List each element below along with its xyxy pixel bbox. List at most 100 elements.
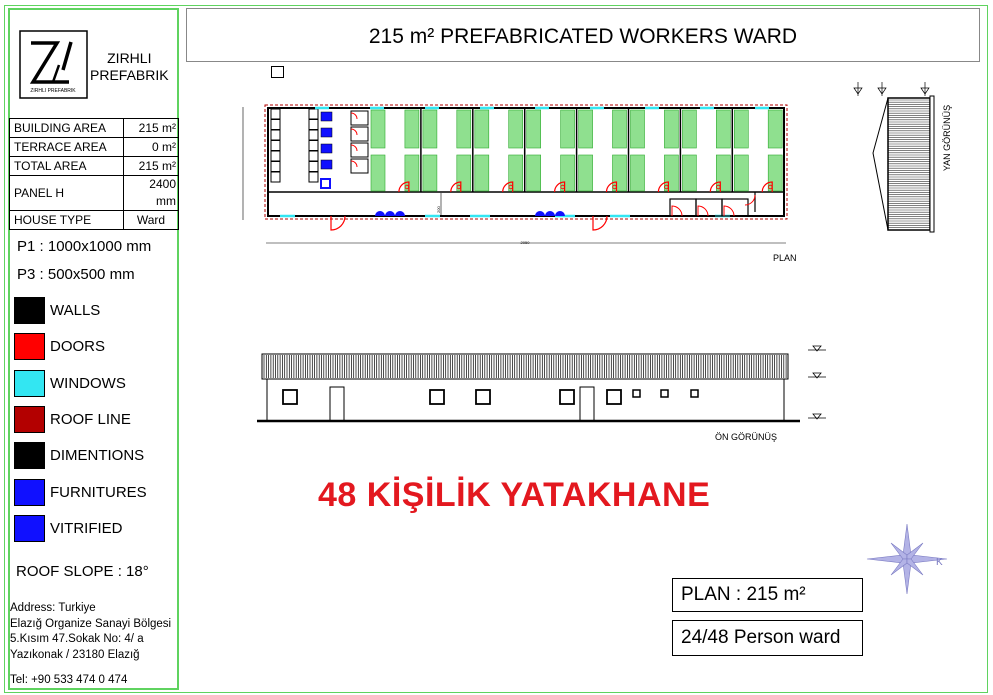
- shower-cubicle: [695, 198, 723, 217]
- bunk-bed: [664, 109, 679, 149]
- bunk-bed: [715, 109, 731, 149]
- walls: [267, 107, 785, 217]
- info-value: 0 m²: [123, 137, 179, 157]
- bunk-bed: [767, 109, 783, 149]
- entrance-door: [592, 215, 608, 231]
- wc-cubicle: [350, 158, 369, 174]
- side-view-label: YAN GÖRÜNÜŞ: [942, 105, 952, 171]
- plan-area-box: PLAN : 215 m²: [672, 578, 863, 612]
- headline: 48 KİŞİLİK YATAKHANE: [318, 476, 711, 514]
- compass-letter: K: [936, 557, 943, 568]
- door-swing: [709, 181, 721, 193]
- legend-swatch: [14, 297, 45, 324]
- locker: [308, 171, 319, 183]
- telephone: Tel: +90 533 474 0 474: [10, 674, 128, 686]
- wc-cubicle: [350, 142, 369, 158]
- sink: [320, 127, 333, 138]
- locker: [270, 161, 281, 172]
- locker: [308, 108, 319, 120]
- legend-swatch: [14, 369, 45, 397]
- brand-line2: PREFABRIK: [90, 67, 169, 83]
- seat: [535, 211, 545, 216]
- sink: [320, 159, 333, 170]
- wc-cubicle: [350, 126, 369, 142]
- seat: [545, 211, 555, 216]
- left-panel: [8, 8, 179, 690]
- locker: [308, 129, 319, 141]
- door-swing: [350, 112, 358, 120]
- level-marker: [877, 82, 887, 96]
- info-label: HOUSE TYPE: [9, 210, 124, 230]
- roof-profile: [872, 97, 889, 231]
- level-marker: [808, 413, 826, 420]
- front-view-label: ÖN GÖRÜNÜŞ: [715, 432, 777, 442]
- entrance-door: [330, 215, 346, 231]
- bunk-bed: [508, 109, 524, 149]
- locker: [308, 119, 319, 130]
- bunk-bed: [630, 109, 645, 149]
- bunk-bed: [456, 109, 472, 149]
- window: [475, 389, 491, 405]
- shower-cubicle: [721, 198, 749, 217]
- compass-rose-icon: K: [866, 523, 948, 595]
- seat: [375, 211, 385, 216]
- floor-plan: PLAN 2050 200: [242, 104, 797, 263]
- door-handle: [456, 184, 461, 190]
- bunk-bed: [733, 109, 749, 149]
- legend-swatch: [14, 514, 45, 542]
- legend-label: DOORS: [50, 338, 106, 356]
- legend-swatch: [14, 405, 45, 433]
- door-swing: [744, 194, 756, 206]
- info-label: PANEL H: [9, 175, 124, 211]
- bunk-bed: [526, 109, 542, 149]
- corridor-dimension: 200: [436, 206, 441, 213]
- door-handle: [612, 184, 617, 190]
- door-swing: [554, 181, 566, 193]
- bunk-bed: [578, 109, 593, 149]
- door-handle: [716, 184, 721, 190]
- info-label: TERRACE AREA: [9, 137, 124, 157]
- locker: [270, 129, 281, 141]
- door-swing: [761, 181, 773, 193]
- sink: [320, 143, 333, 154]
- window: [282, 389, 298, 405]
- door-swing: [350, 128, 358, 136]
- window: [559, 389, 575, 405]
- level-marker: [920, 82, 930, 96]
- roof-line: [264, 104, 788, 220]
- door-swing: [502, 181, 514, 193]
- door: [579, 386, 595, 422]
- panel-p3: P3 : 500x500 mm: [17, 266, 135, 283]
- level-marker: [853, 82, 863, 96]
- door-swing: [723, 205, 735, 217]
- bunk-bed: [370, 154, 386, 192]
- brand-line1: ZIRHLI: [107, 50, 152, 66]
- panel-p1: P1 : 1000x1000 mm: [17, 238, 152, 255]
- bunk-bed: [474, 109, 490, 149]
- front-elevation: ÖN GÖRÜNÜŞ: [257, 345, 826, 442]
- locker: [270, 108, 281, 120]
- shower: [320, 178, 331, 189]
- legend-swatch: [14, 442, 45, 470]
- bunk-bed: [560, 109, 575, 149]
- shower-cubicle: [669, 198, 697, 217]
- legend-swatch: [14, 478, 45, 506]
- address: Address: Turkiye Elazığ Organize Sanayi …: [10, 601, 171, 663]
- front-wall: [266, 378, 785, 422]
- page-title: 215 m² PREFABRICATED WORKERS WARD: [186, 8, 980, 62]
- info-label: TOTAL AREA: [9, 156, 124, 176]
- bunk-bed: [422, 109, 438, 149]
- plan-label: PLAN: [773, 253, 797, 263]
- legend-label: ROOF LINE: [50, 410, 131, 428]
- bunk-bed: [578, 154, 593, 192]
- address-line: Yazıkonak / 23180 Elazığ: [10, 648, 140, 661]
- door-swing: [697, 205, 709, 217]
- level-marker: [808, 372, 826, 379]
- zirhli-logo: ZIRHLI PREFABRIK: [19, 30, 88, 99]
- locker: [270, 119, 281, 130]
- legend-label: FURNITURES: [50, 483, 147, 501]
- bunk-bed: [422, 154, 438, 192]
